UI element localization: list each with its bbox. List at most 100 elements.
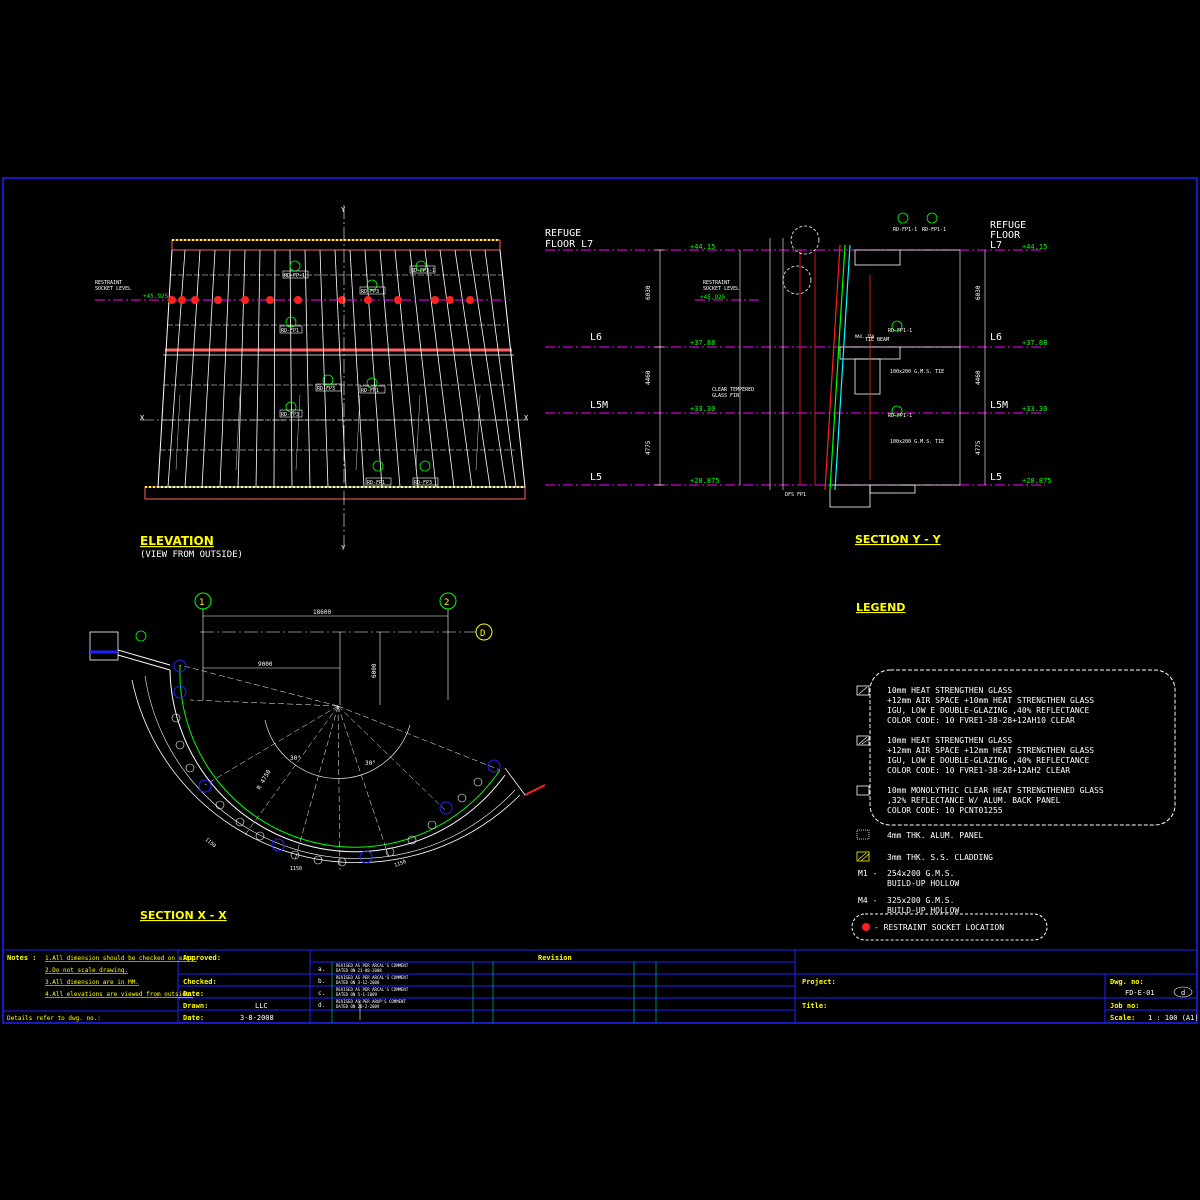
rev-c-t2: DATED ON 5-1-2009	[336, 992, 378, 997]
level-l5-right: L5	[990, 472, 1002, 483]
xx-angle-2: 30°	[365, 760, 376, 767]
rev-d-t2: DATED ON 28-2-2009	[336, 1004, 380, 1009]
panel-tag-2: RD-FP3-1	[411, 268, 435, 274]
xx-radius: R 4750	[256, 768, 273, 791]
legend-2-l4: COLOR CODE: 10 FVRE1-38-28+12AH2 CLEAR	[887, 766, 1070, 775]
restraint-label-2: SOCKET LEVEL	[95, 286, 131, 292]
yy-restraint-1: RESTRAINT	[703, 280, 730, 286]
legend-title: LEGEND	[856, 601, 905, 614]
rev-b-mark: b.	[318, 978, 325, 985]
rev-a-t1: REVISED AS PER ARCAL'S COMMENT	[336, 963, 409, 968]
legend-cloud	[869, 669, 1176, 826]
panel-tag-6: RD-FP1	[361, 388, 379, 394]
yy-note-max: MAX. 750	[855, 334, 875, 339]
xx-dim-inner: 9000	[258, 661, 273, 668]
details-ref: Details refer to dwg. no.:	[7, 1015, 101, 1022]
top-level: +44.15	[690, 243, 715, 251]
section-yy-view: REFUGE FLOOR L7 REFUGE FLOOR L7 +44.15 +…	[545, 212, 1052, 546]
level-l5-val: +28.875	[690, 477, 720, 485]
restraint-label-1: RESTRAINT	[95, 280, 122, 286]
cut-x-left: X	[140, 414, 145, 422]
rev-c-t1: REVISED AS PER ARCAL'S COMMENT	[336, 987, 409, 992]
title-block: Notes : 1.All dimension should be checke…	[3, 949, 1199, 1023]
level-l6-left: L6	[590, 332, 602, 343]
panel-tag-8: RD-FP1	[367, 480, 385, 486]
level-l6-right: L6	[990, 332, 1002, 343]
note-3: 3.All dimension are in MM.	[45, 979, 139, 986]
xx-seg-2: 1150	[290, 866, 302, 872]
legend-m1-2: BUILD-UP HOLLOW	[887, 879, 959, 888]
legend-1-l2: +12mm AIR SPACE +10mm HEAT STRENGTHEN GL…	[887, 696, 1094, 705]
revision-label: Revision	[538, 954, 572, 962]
panel-tag-5: RD-FP3	[317, 386, 335, 392]
panel-tag-9: RD-FP3	[414, 480, 432, 486]
drawn-label: Drawn:	[183, 1002, 208, 1010]
level-l5m-val-right: +33.30	[1022, 405, 1047, 413]
dwg-no-label: Dwg. no:	[1110, 978, 1144, 986]
yy-note-tie-beam: TIE BEAM	[865, 337, 889, 343]
panel-tag-3: RD-FP1	[281, 328, 299, 334]
scale-value: 1 : 100 (A1)	[1148, 1014, 1199, 1022]
dim-4460-right: 4460	[975, 370, 982, 385]
legend-1-l1: 10mm HEAT STRENGTHEN GLASS	[887, 686, 1012, 695]
date-label-2: Date:	[183, 1014, 204, 1022]
dwg-no: FD-E-01	[1125, 989, 1155, 997]
refuge-right-2: FLOOR	[990, 230, 1021, 241]
legend: LEGEND 10mm HEAT STRENGTHEN GLASS +12mm …	[851, 601, 1176, 941]
section-xx-title: SECTION X - X	[140, 909, 227, 922]
level-l5-val-right: +28.875	[1022, 477, 1052, 485]
level-l6-val: +37.88	[690, 339, 715, 347]
project-label: Project:	[802, 978, 836, 986]
elevation-title: ELEVATION	[140, 534, 214, 548]
rev-d-t1: REVISED AS PER ARUP'S COMMENT	[336, 999, 406, 1004]
checked-label: Checked:	[183, 978, 217, 986]
drawn-value: LLC	[255, 1002, 268, 1010]
legend-2-l3: IGU, LOW E DOUBLE-GLAZING ,40% REFLECTAN…	[887, 756, 1089, 765]
dim-6030-right: 6030	[975, 285, 982, 300]
legend-m1-1: 254x200 G.M.S.	[887, 869, 954, 878]
xx-angle-1: 30°	[290, 755, 301, 762]
xx-dim-top: 18600	[313, 609, 331, 616]
top-level-right: +44.15	[1022, 243, 1047, 251]
section-yy-title: SECTION Y - Y	[855, 533, 942, 546]
rev-d-mark: d.	[318, 1002, 325, 1009]
legend-panel: 4mm THK. ALUM. PANEL	[887, 831, 984, 840]
legend-3-l1: 10mm MONOLYTHIC CLEAR HEAT STRENGTHENED …	[887, 786, 1104, 795]
yy-note-dfs: DFS FP1	[785, 492, 806, 498]
yy-restraint-2: SOCKET LEVEL	[703, 286, 739, 292]
legend-cladding: 3mm THK. S.S. CLADDING	[887, 853, 993, 862]
yy-tag-1: RD-FP1-1	[893, 227, 917, 233]
rev-b-t1: REVISED AS PER ARCAL'S COMMENT	[336, 975, 409, 980]
clear-glass-1: CLEAR TEMPERED	[712, 387, 754, 393]
panel-tag-4: RD-FP3	[361, 289, 379, 295]
panel-tag-1: RD-FP-1	[284, 273, 305, 279]
approved-label: Approved:	[183, 954, 221, 962]
yy-restraint-level: +45.925	[700, 294, 726, 301]
legend-m1-tag: M1 -	[858, 869, 877, 878]
cut-x-right: X	[524, 414, 529, 422]
level-l5m-left: L5M	[590, 400, 608, 411]
level-l5m-val: +33.30	[690, 405, 715, 413]
refuge-left-1: REFUGE	[545, 228, 581, 239]
rev-mark: d	[1181, 989, 1185, 997]
elevation-view: RESTRAINT SOCKET LEVEL +45.925 RD-FP-1 R…	[95, 205, 530, 560]
rev-c-mark: c.	[318, 990, 325, 997]
yy-tag-2: RD-FP1-1	[922, 227, 946, 233]
level-l5-left: L5	[590, 472, 602, 483]
xx-seg-3: 1150	[394, 859, 407, 869]
refuge-right-1: REFUGE	[990, 220, 1026, 231]
title-label: Title:	[802, 1002, 827, 1010]
note-1: 1.All dimension should be checked on sit…	[45, 955, 197, 962]
notes-label: Notes :	[7, 954, 37, 962]
dim-4775-right: 4775	[975, 440, 982, 455]
legend-3-l3: COLOR CODE: 10 PCNT01255	[887, 806, 1003, 815]
drawing-frame	[2, 177, 1198, 1024]
rev-b-t2: DATED ON 3-12-2008	[336, 980, 380, 985]
cut-y-bottom: Y	[341, 544, 346, 552]
date-label-1: Date:	[183, 990, 204, 998]
legend-2-l2: +12mm AIR SPACE +12mm HEAT STRENGTHEN GL…	[887, 746, 1094, 755]
clear-glass-2: GLASS FIN	[712, 393, 739, 399]
yy-tag-4: RD-FP1-1	[888, 413, 912, 419]
refuge-right-3: L7	[990, 240, 1002, 251]
